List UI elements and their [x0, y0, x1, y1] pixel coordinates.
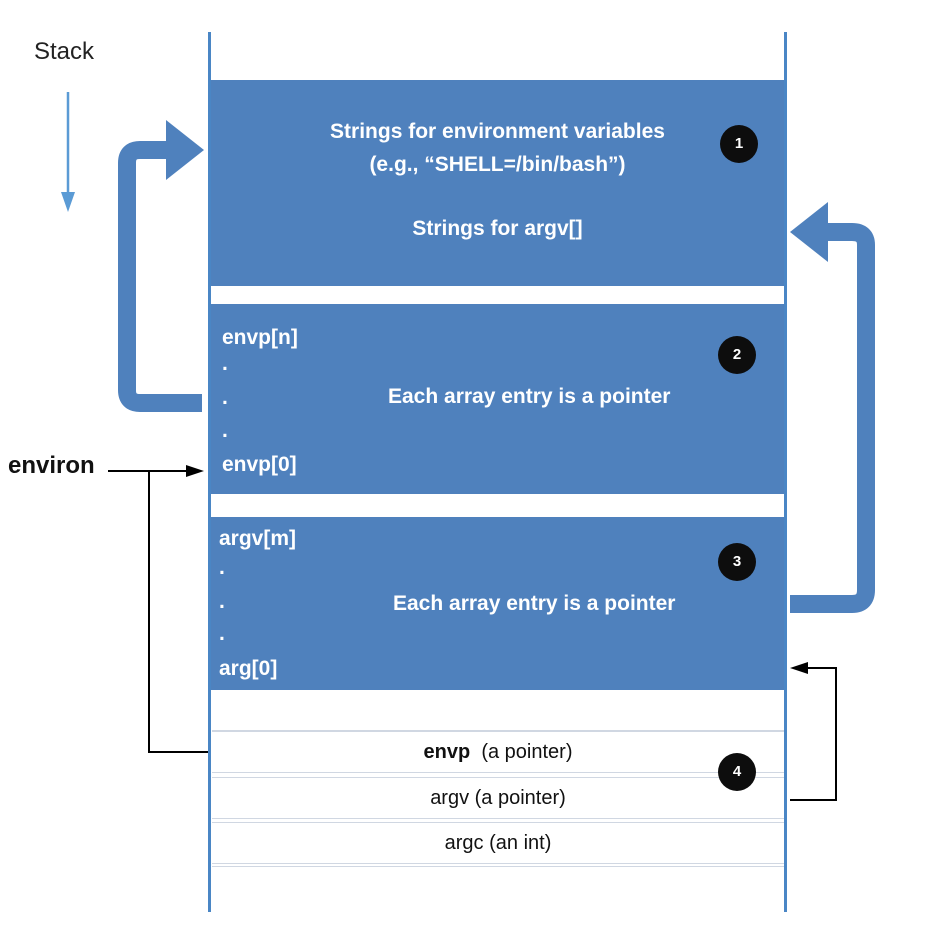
stack-direction-arrow: [61, 92, 75, 212]
stack-label: Stack: [34, 38, 95, 65]
envp-array-block: [211, 304, 784, 494]
bottom-empty-row: [212, 866, 784, 903]
argv-pointer-row: argv (a pointer): [212, 777, 784, 819]
envp-pointer-name: envp: [423, 741, 471, 763]
stack-right-wall: [784, 32, 787, 912]
argv-pointer-label: argv (a pointer): [430, 787, 566, 809]
badge-3: 3: [718, 543, 756, 581]
stack-left-wall: [208, 32, 211, 912]
arg-0-label: arg[0]: [219, 657, 278, 680]
badge-4: 4: [718, 753, 756, 791]
argc-label: argc (an int): [444, 832, 552, 854]
strings-block: [211, 80, 784, 286]
argv-to-strings-arrow: [790, 202, 875, 613]
envp-n-label: envp[n]: [222, 326, 298, 349]
envp-pointer-desc: (a pointer): [481, 741, 573, 763]
environ-pointer-arrow: [108, 465, 204, 477]
argv-m-label: argv[m]: [219, 527, 297, 550]
envp-pointer-line: [148, 471, 208, 753]
argv-dot-1: .: [219, 556, 225, 579]
argv-array-block: [211, 517, 784, 690]
argv-array-caption: Each array entry is a pointer: [393, 592, 676, 615]
envp-0-label: envp[0]: [222, 453, 297, 476]
envp-to-strings-arrow: [118, 120, 204, 412]
env-strings-example: (e.g., “SHELL=/bin/bash”): [369, 153, 626, 176]
envp-dot-1: .: [222, 352, 228, 375]
envp-dot-2: .: [222, 386, 228, 409]
badge-2: 2: [718, 336, 756, 374]
empty-row: [212, 690, 784, 731]
argc-row: argc (an int): [212, 822, 784, 864]
argv-dot-2: .: [219, 590, 225, 613]
envp-dot-3: .: [222, 419, 228, 442]
envp-pointer-row: envp (a pointer): [212, 731, 784, 773]
environ-label: environ: [8, 452, 95, 479]
badge-1: 1: [720, 125, 758, 163]
argv-strings-label: Strings for argv[]: [412, 217, 583, 240]
env-strings-label: Strings for environment variables: [330, 120, 665, 143]
envp-array-caption: Each array entry is a pointer: [388, 385, 671, 408]
argv-pointer-arrow: [790, 662, 837, 801]
argv-dot-3: .: [219, 622, 225, 645]
